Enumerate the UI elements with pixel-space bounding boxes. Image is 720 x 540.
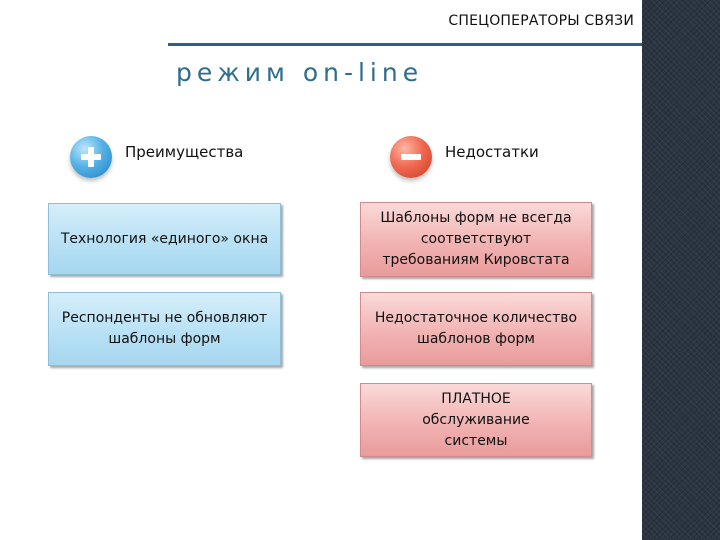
pro-item-1-text: Технология «единого» окна	[60, 230, 269, 247]
header-divider	[168, 43, 642, 46]
decorative-side-bar	[642, 0, 720, 540]
con-item-2: Недостаточное количество шаблонов форм	[360, 292, 592, 366]
minus-icon	[390, 136, 432, 178]
pro-item-2-text: Респонденты не обновляют шаблоны форм	[61, 310, 268, 347]
pros-heading: Преимущества	[125, 143, 244, 161]
cons-heading: Недостатки	[445, 143, 539, 161]
minus-bar	[401, 154, 421, 160]
con-item-3: ПЛАТНОЕ обслуживание системы	[360, 383, 592, 457]
page-subtitle: режим on-line	[176, 58, 424, 87]
plus-vertical-bar	[88, 147, 94, 167]
pro-item-2: Респонденты не обновляют шаблоны форм	[48, 292, 281, 366]
con-item-1-text: Шаблоны форм не всегда соответствуют тре…	[380, 210, 572, 268]
con-item-3-text: ПЛАТНОЕ обслуживание системы	[422, 390, 530, 449]
pro-item-1: Технология «единого» окна	[48, 203, 281, 275]
con-item-2-text: Недостаточное количество шаблонов форм	[374, 310, 578, 347]
con-item-1: Шаблоны форм не всегда соответствуют тре…	[360, 202, 592, 277]
plus-icon	[70, 136, 112, 178]
page-title: СПЕЦОПЕРАТОРЫ СВЯЗИ	[448, 13, 634, 29]
